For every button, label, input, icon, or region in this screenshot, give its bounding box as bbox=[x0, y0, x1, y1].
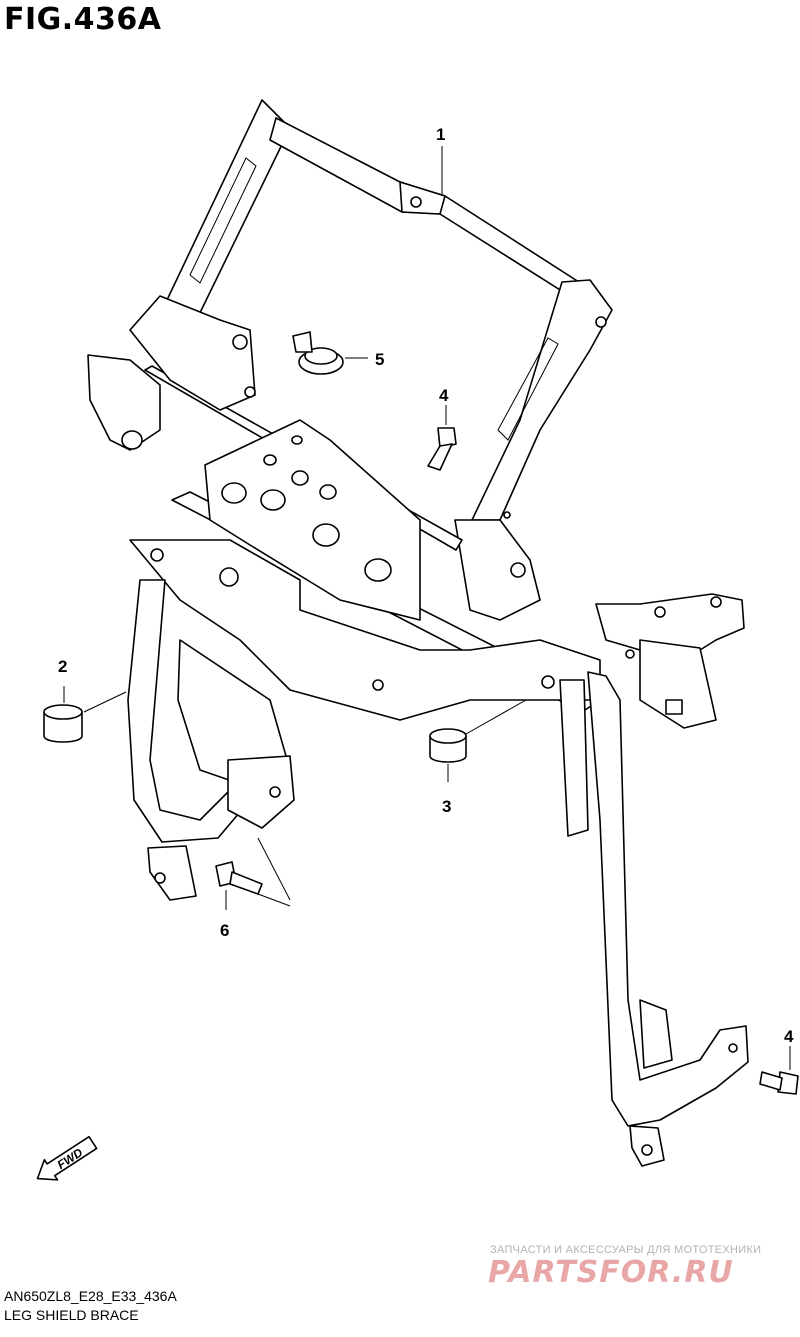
figure-title: FIG.436A bbox=[4, 2, 162, 37]
figure-code: AN650ZL8_E28_E33_436A bbox=[4, 1288, 177, 1304]
callout-1: 1 bbox=[436, 125, 445, 144]
figure-footer: AN650ZL8_E28_E33_436A LEG SHIELD BRACE bbox=[4, 1287, 177, 1325]
callout-4-lower: 4 bbox=[784, 1027, 794, 1046]
grommet-part-3 bbox=[429, 699, 527, 782]
clamp-part-5 bbox=[292, 331, 368, 375]
leg-shield-brace-frame bbox=[87, 99, 749, 1167]
callout-3: 3 bbox=[442, 797, 451, 816]
figure-name: LEG SHIELD BRACE bbox=[4, 1307, 139, 1323]
callout-5: 5 bbox=[375, 350, 384, 369]
callout-2: 2 bbox=[58, 657, 67, 676]
bolt-part-4-upper bbox=[427, 405, 457, 471]
fwd-arrow-icon: FWD bbox=[36, 1135, 98, 1181]
watermark-tagline: ЗАПЧАСТИ И АКСЕССУАРЫ ДЛЯ МОТОТЕХНИКИ bbox=[490, 1244, 762, 1256]
watermark-logo-text: PARTSFOR.RU bbox=[488, 1256, 734, 1288]
callout-6: 6 bbox=[220, 921, 229, 940]
grommet-part-2 bbox=[43, 686, 127, 743]
bolt-part-4-lower bbox=[759, 1046, 799, 1095]
bolt-part-6 bbox=[215, 861, 291, 910]
watermark-logo: PARTSFOR.RU bbox=[488, 1256, 734, 1288]
callout-4-upper: 4 bbox=[439, 386, 449, 405]
